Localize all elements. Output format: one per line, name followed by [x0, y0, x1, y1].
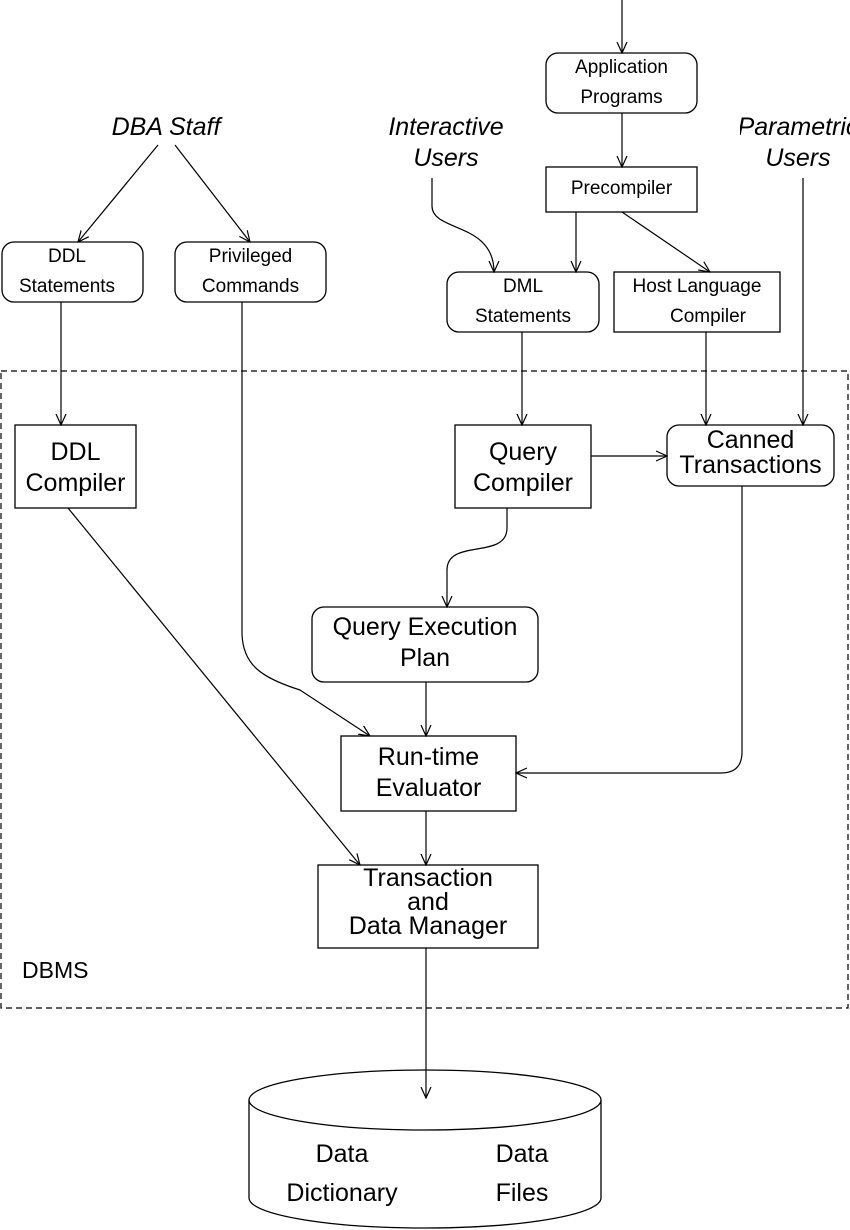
arrow-query-compiler-to-execution-plan — [447, 508, 508, 607]
ddl-compiler-label: DDL Compiler — [25, 438, 126, 498]
ddl-compiler-box — [14, 424, 137, 509]
dml-statements-label: DML Statements — [474, 276, 572, 328]
runtime-evaluator-label: Run-time Evaluator — [375, 743, 482, 803]
arrow-privileged-to-evaluator — [241, 302, 370, 736]
arrow-dba-to-ddl-statements — [78, 144, 159, 242]
transaction-data-manager-label: Transaction and Data Manager — [348, 864, 508, 940]
ddl-statements-label: DDL Statements — [18, 246, 116, 298]
interactive-users-label: Interactive Users — [388, 113, 504, 173]
arrow-precompiler-to-host-compiler — [621, 211, 710, 272]
query-compiler-label: Query Compiler — [472, 438, 574, 498]
query-compiler-box — [454, 424, 592, 509]
dba-staff-label: DBA Staff — [111, 113, 221, 141]
dbms-region-label: DBMS — [22, 957, 89, 983]
arrow-ddl-compiler-to-transaction-manager — [67, 507, 360, 865]
precompiler-label: Precompiler — [570, 178, 673, 199]
parametric-users-label: Parametric Users — [740, 113, 850, 173]
query-execution-plan-box — [311, 606, 539, 683]
dbms-region — [0, 370, 849, 1009]
data-dictionary-label: Data Dictionary — [286, 1140, 398, 1207]
host-language-compiler-label: Host Language Compiler — [632, 276, 762, 328]
arrow-canned-to-evaluator — [516, 486, 743, 773]
host-language-compiler-box — [613, 271, 781, 333]
data-files-label: Data Files — [495, 1140, 549, 1207]
storage-cylinder — [248, 1069, 602, 1229]
ddl-statements-box — [1, 241, 144, 303]
dml-statements-box — [446, 271, 600, 333]
privileged-commands-label: Privileged Commands — [201, 246, 300, 298]
application-programs-label: Application Programs — [575, 57, 668, 109]
runtime-evaluator-box — [340, 735, 517, 812]
transaction-data-manager-box — [317, 864, 539, 949]
arrow-dba-to-privileged-commands — [174, 144, 250, 242]
canned-transactions-label: Canned Transactions — [679, 426, 822, 479]
parametric-users-clip: Parametric Users — [740, 112, 850, 182]
arrow-interactive-to-dml — [431, 178, 494, 272]
precompiler-box — [545, 166, 698, 213]
query-execution-plan-label: Query Execution Plan — [332, 613, 518, 673]
